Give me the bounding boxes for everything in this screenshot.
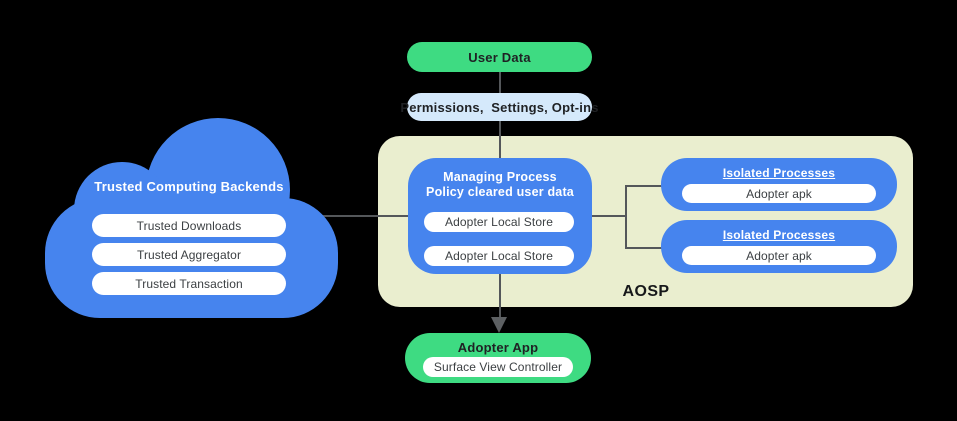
cloud-item-trusted-transaction: Trusted Transaction [92,272,286,295]
connector-fork-isolated-1 [625,185,669,187]
connector-fork-vertical [625,185,627,249]
node-permissions-settings-optins: Permissions, Settings, Opt-ins [400,93,598,121]
connector-fork-isolated-2 [625,247,669,249]
aosp-label: AOSP [622,283,670,300]
arrowhead-down-icon [491,317,507,333]
adopter-apk-1: Adopter apk [682,184,876,203]
node-managing-process: Managing Process Policy cleared user dat… [408,158,592,274]
cloud-item-trusted-downloads: Trusted Downloads [92,214,286,237]
adopter-apk-2: Adopter apk [682,246,876,265]
adopter-local-store-1-label: Adopter Local Store [445,215,553,229]
surface-view-controller-label: Surface View Controller [433,360,563,374]
adopter-apk-2-label: Adopter apk [746,248,812,263]
managing-process-title-line1: Managing Process [443,170,557,184]
user-data-label: User Data [468,49,531,65]
connector-permissions-managing [499,121,501,160]
trusted-transaction-label: Trusted Transaction [135,276,243,291]
surface-view-controller: Surface View Controller [423,357,573,377]
trusted-downloads-label: Trusted Downloads [136,218,242,233]
isolated-processes-2-title: Isolated Processes [722,228,836,242]
permissions-label: Permissions, Settings, Opt-ins [400,99,599,115]
cloud-title: Trusted Computing Backends [94,179,284,194]
connector-managing-fork [592,215,627,217]
managing-process-title: Managing Process Policy cleared user dat… [408,170,592,200]
node-isolated-processes-2: Isolated Processes Adopter apk [661,220,897,273]
adopter-app-title: Adopter App [457,340,539,355]
isolated-processes-1-title: Isolated Processes [722,166,836,180]
adopter-local-store-1: Adopter Local Store [424,212,574,232]
trusted-aggregator-label: Trusted Aggregator [136,247,242,262]
connector-cloud-managing [322,215,410,217]
connector-userdata-permissions [499,72,501,93]
connector-managing-adopterapp [499,274,501,318]
managing-process-title-line2: Policy cleared user data [426,185,574,199]
node-isolated-processes-1: Isolated Processes Adopter apk [661,158,897,211]
cloud-item-trusted-aggregator: Trusted Aggregator [92,243,286,266]
node-adopter-app: Adopter App Surface View Controller [405,333,591,383]
adopter-local-store-2: Adopter Local Store [424,246,574,266]
adopter-local-store-2-label: Adopter Local Store [445,249,553,263]
node-user-data: User Data [407,42,592,72]
adopter-apk-1-label: Adopter apk [746,186,812,201]
